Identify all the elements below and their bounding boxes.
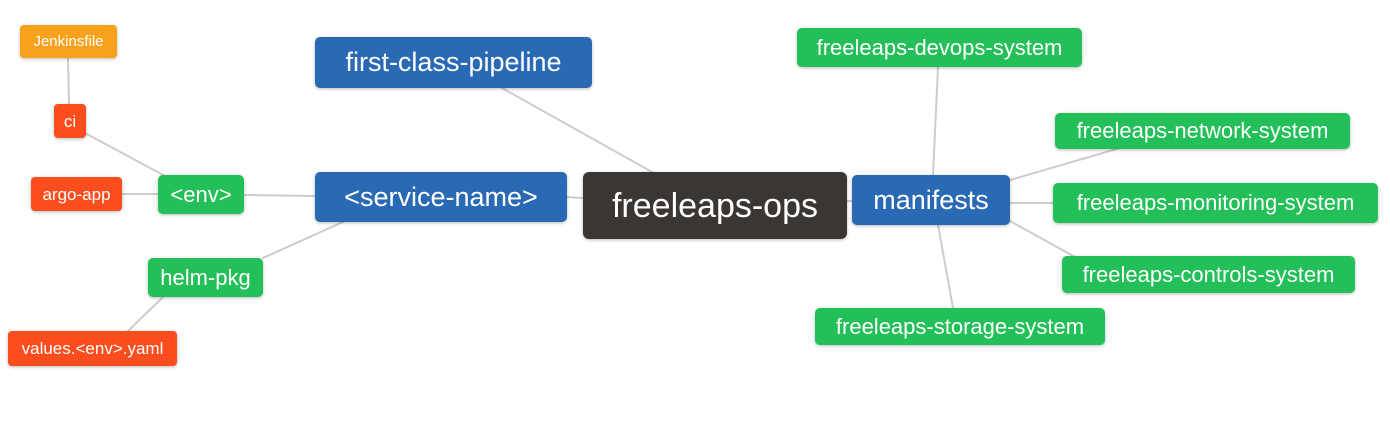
node-jenkinsfile[interactable]: Jenkinsfile — [20, 25, 117, 58]
node-freeleaps-storage-system[interactable]: freeleaps-storage-system — [815, 308, 1105, 345]
edge-values-env-yaml--helm-pkg — [127, 296, 164, 332]
edge-ci--env — [84, 132, 166, 177]
node-service-name[interactable]: <service-name> — [315, 172, 567, 222]
edge-jenkinsfile--ci — [67, 57, 70, 105]
node-manifests[interactable]: manifests — [852, 175, 1010, 225]
node-first-class-pipeline[interactable]: first-class-pipeline — [315, 37, 592, 88]
edge-manifests--freeleaps-network-system — [1009, 147, 1121, 181]
node-freeleaps-network-system[interactable]: freeleaps-network-system — [1055, 113, 1350, 149]
node-freeleaps-ops[interactable]: freeleaps-ops — [583, 172, 847, 239]
node-argo-app[interactable]: argo-app — [31, 177, 122, 211]
edge-env--service-name — [243, 194, 316, 197]
edge-manifests--freeleaps-storage-system — [937, 224, 954, 309]
edge-first-class-pipeline--freeleaps-ops — [501, 87, 653, 173]
edge-manifests--freeleaps-devops-system — [932, 66, 939, 176]
node-freeleaps-monitoring-system[interactable]: freeleaps-monitoring-system — [1053, 183, 1378, 223]
node-values-env-yaml[interactable]: values.<env>.yaml — [8, 331, 177, 366]
node-ci[interactable]: ci — [54, 104, 86, 138]
node-freeleaps-devops-system[interactable]: freeleaps-devops-system — [797, 28, 1082, 67]
edge-manifests--freeleaps-controls-system — [1009, 220, 1076, 258]
node-env[interactable]: <env> — [158, 175, 244, 214]
node-freeleaps-controls-system[interactable]: freeleaps-controls-system — [1062, 256, 1355, 293]
edge-service-name--freeleaps-ops — [566, 196, 584, 199]
node-helm-pkg[interactable]: helm-pkg — [148, 258, 263, 297]
edge-helm-pkg--service-name — [262, 220, 346, 259]
